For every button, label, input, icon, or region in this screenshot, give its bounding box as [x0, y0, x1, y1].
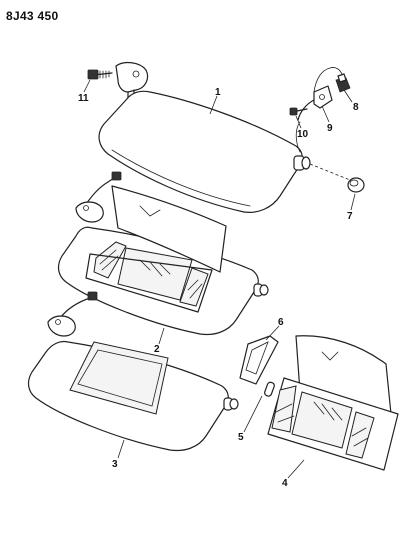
leader-11	[83, 79, 91, 93]
callout-11: 11	[78, 93, 89, 104]
callout-7: 7	[347, 211, 353, 222]
leader-2	[158, 327, 165, 345]
part-4-illuminated-mirror-assembly	[267, 335, 399, 471]
leader-4	[287, 459, 305, 479]
leader-6	[265, 325, 280, 341]
part-2-lighted-mirror-visor	[57, 171, 269, 336]
leader-8	[343, 89, 353, 103]
part-1-sun-visor	[98, 90, 311, 213]
callout-3: 3	[112, 459, 118, 470]
part-6-lamp-lens	[239, 335, 279, 385]
part-10-screw	[289, 107, 308, 116]
part-7-clip-cap	[347, 177, 365, 193]
part-8-clip	[335, 73, 351, 93]
part-9-bracket	[297, 85, 333, 121]
leader-5	[243, 395, 263, 433]
callout-4: 4	[282, 478, 288, 489]
leader-9	[321, 105, 330, 123]
leader-3	[117, 439, 125, 459]
leader-1	[209, 95, 218, 115]
part-5-bulb	[264, 381, 275, 397]
callout-10: 10	[297, 129, 309, 140]
callout-8: 8	[353, 102, 359, 113]
part-11-mounting-screw	[87, 69, 113, 80]
callout-9: 9	[327, 123, 333, 134]
leader-10	[295, 115, 302, 129]
part-3-vanity-mirror-visor	[27, 291, 239, 452]
leader-7	[350, 193, 356, 211]
callout-5: 5	[238, 432, 244, 443]
callout-1: 1	[215, 87, 221, 98]
callout-6: 6	[278, 317, 284, 328]
reference-code: 8J43 450	[6, 9, 58, 23]
callout-2: 2	[154, 344, 160, 355]
